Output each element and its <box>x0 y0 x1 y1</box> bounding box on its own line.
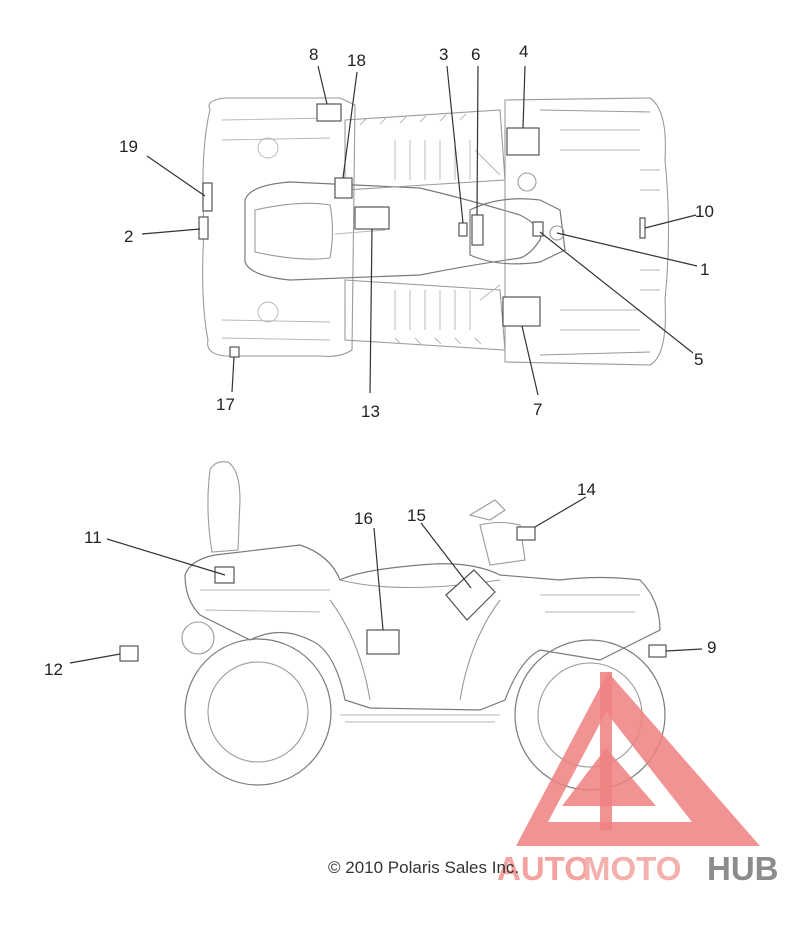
callout-4: 4 <box>519 42 528 61</box>
callout-10: 10 <box>695 202 714 221</box>
callout-12: 12 <box>44 660 63 679</box>
callout-1: 1 <box>700 260 709 279</box>
top-view-leaders <box>141 65 698 396</box>
callout-7: 7 <box>533 400 542 419</box>
callout-2: 2 <box>124 227 133 246</box>
callout-17: 17 <box>216 395 235 414</box>
callout-16: 16 <box>354 509 373 528</box>
callout-11: 11 <box>84 528 102 547</box>
callout-9: 9 <box>707 638 716 657</box>
callout-6: 6 <box>471 45 480 64</box>
callout-3: 3 <box>439 45 448 64</box>
watermark-auto: AUTO <box>497 850 590 887</box>
callout-18: 18 <box>347 51 366 70</box>
top-view-decals <box>198 103 646 358</box>
callout-5: 5 <box>694 350 703 369</box>
callout-8: 8 <box>309 45 318 64</box>
side-view-decals <box>119 526 667 662</box>
callout-19: 19 <box>119 137 138 156</box>
copyright-notice: © 2010 Polaris Sales Inc. <box>328 858 519 877</box>
watermark-moto: MOTO <box>583 850 681 887</box>
callout-15: 15 <box>407 506 426 525</box>
callout-14: 14 <box>577 480 596 499</box>
atv-side-view <box>181 461 666 791</box>
atv-top-view <box>202 97 670 366</box>
automotohub-watermark: AUTO MOTO HUB <box>497 672 779 887</box>
watermark-triangle-logo <box>516 672 760 846</box>
side-view-leaders <box>69 496 703 664</box>
top-view-callouts: 8 18 3 6 4 19 10 2 1 5 17 13 7 <box>119 42 714 421</box>
callout-13: 13 <box>361 402 380 421</box>
watermark-hub: HUB <box>707 850 779 887</box>
side-view-callouts: 14 16 15 11 12 9 <box>44 480 716 679</box>
